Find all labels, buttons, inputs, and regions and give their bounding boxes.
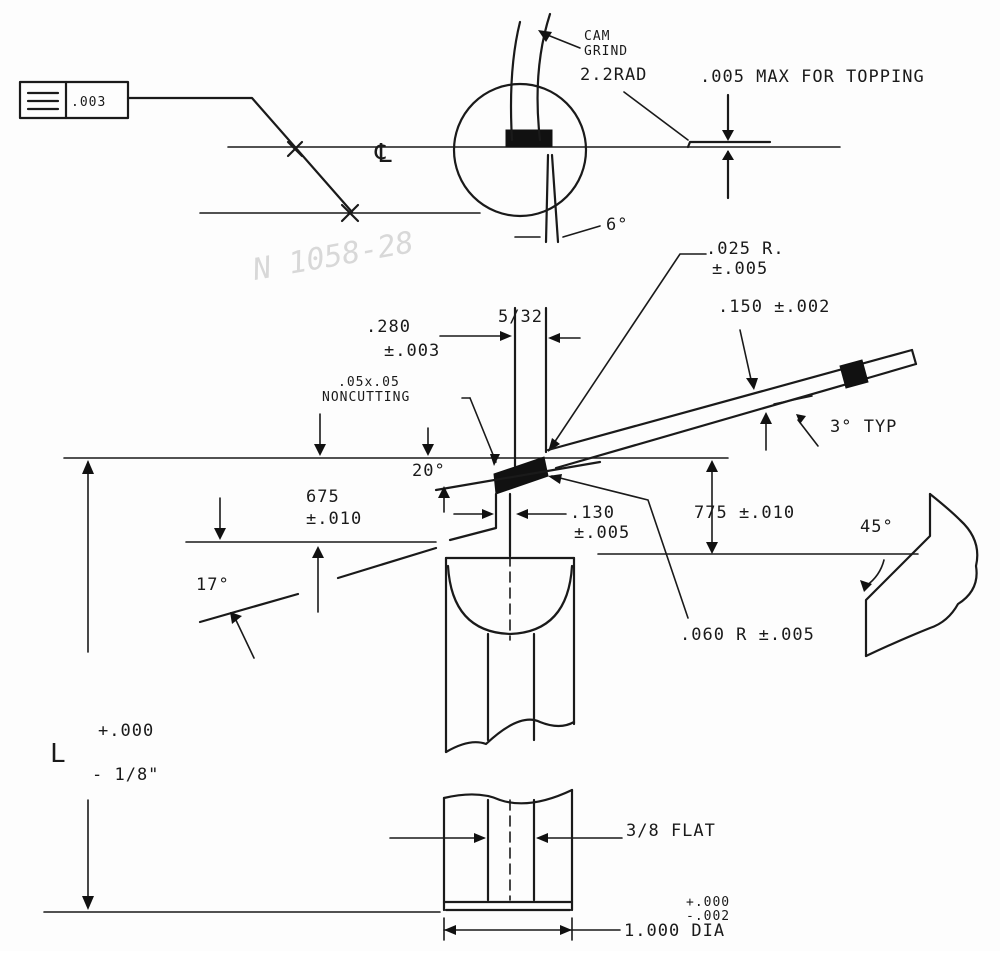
shank-lower — [43, 788, 574, 913]
dim-280-value: .280 — [366, 317, 411, 337]
length-tol-minus: - 1/8" — [92, 765, 159, 785]
angle-6-label: 6° — [606, 215, 628, 235]
length-symbol: L — [50, 739, 66, 769]
watermark-text: N 1058-28 — [249, 225, 416, 288]
dim-280-tol: ±.003 — [384, 341, 440, 361]
radius-060: .060 R ±.005 — [680, 625, 815, 645]
cam-grind-radius: 2.2RAD — [580, 65, 647, 85]
cam-grind-line2: GRIND — [584, 44, 628, 59]
angle-45-label: 45° — [860, 517, 894, 537]
noncutting-line1: .05x.05 — [338, 375, 400, 390]
flatness-value: .003 — [71, 95, 106, 110]
frac-5-32: 5/32 — [498, 307, 543, 327]
cam-grind-line1: CAM — [584, 29, 610, 44]
radius-025-tol: ±.005 — [712, 259, 768, 279]
dim-150: .150 ±.002 — [718, 297, 830, 317]
centerline-symbol: ℄ — [374, 139, 392, 169]
dia-tol-plus: +.000 — [686, 895, 730, 910]
dia-label: 1.000 DIA — [624, 921, 725, 941]
top-view: 6° — [452, 12, 628, 244]
dim-775: 775 ±.010 — [694, 503, 795, 523]
shank-upper — [444, 555, 576, 754]
flatness-control-frame: .003 — [18, 80, 130, 120]
angle-17-label: 17° — [196, 575, 230, 595]
dim-675-tol: ±.010 — [306, 509, 362, 529]
inclined-insert — [546, 348, 918, 470]
radius-025-value: .025 R. — [706, 239, 785, 259]
dia-tol-minus: -.002 — [686, 909, 730, 924]
tool-tip — [434, 306, 602, 558]
flat-label: 3/8 FLAT — [626, 821, 716, 841]
angle-3-label: 3° TYP — [830, 417, 897, 437]
length-tol-plus: +.000 — [98, 721, 154, 741]
noncutting-line2: NONCUTTING — [322, 390, 410, 405]
dim-130-value: .130 — [570, 503, 615, 523]
chamfer-part — [860, 492, 979, 658]
angle-20-label: 20° — [412, 461, 446, 481]
dim-130-tol: ±.005 — [574, 523, 630, 543]
topping-note: .005 MAX FOR TOPPING — [700, 67, 925, 87]
dim-675-value: 675 — [306, 487, 340, 507]
